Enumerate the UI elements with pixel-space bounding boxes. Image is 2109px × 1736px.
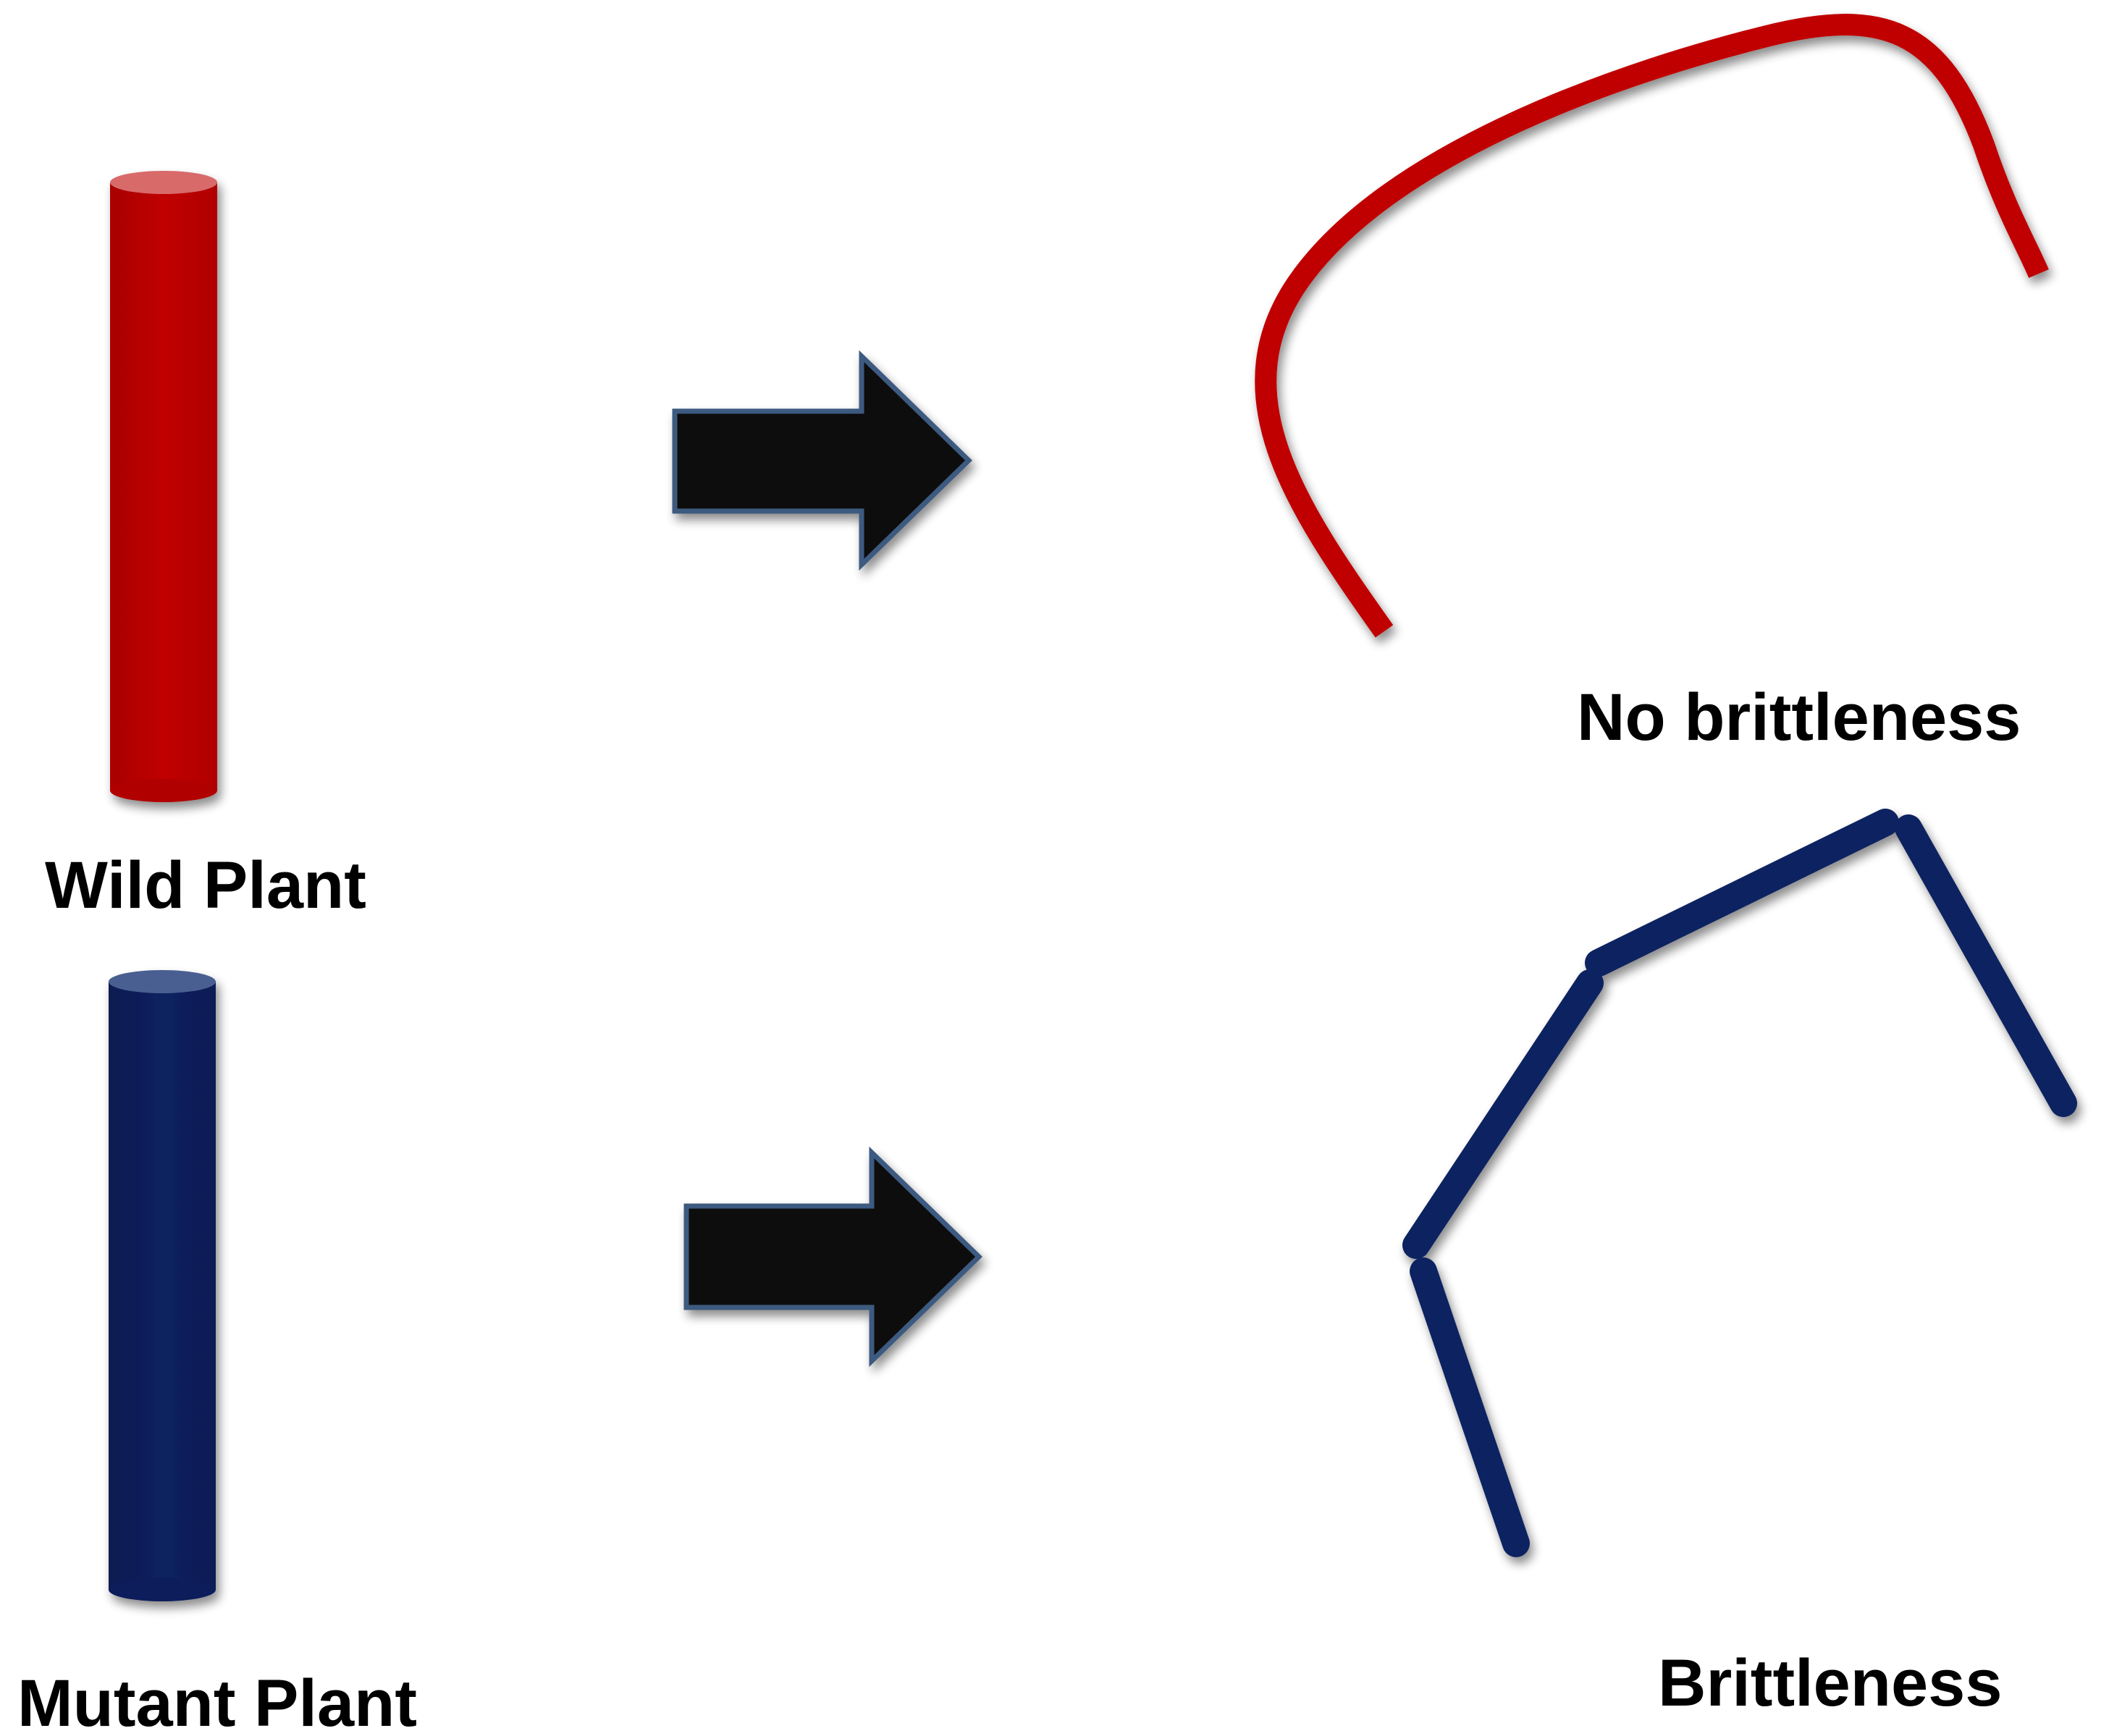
wild-plant-label: Wild Plant [45, 848, 366, 922]
bent-stem-icon [1255, 14, 2049, 638]
mutant-stem-icon [109, 970, 216, 1601]
mutant-plant-label: Mutant Plant [17, 1667, 417, 1736]
broken-stem-icon [1402, 809, 2077, 1557]
broken-segment-3 [1402, 969, 1604, 1259]
brittleness-label: Brittleness [1658, 1646, 2003, 1720]
broken-segment-2 [1895, 814, 2077, 1117]
broken-segment-4 [1410, 1257, 1530, 1557]
broken-segment-1 [1585, 809, 1899, 977]
bottom-arrow-icon [683, 1146, 983, 1368]
top-arrow-icon [672, 350, 973, 571]
no-brittleness-label: No brittleness [1577, 681, 2021, 754]
wild-stem-icon [110, 171, 217, 802]
